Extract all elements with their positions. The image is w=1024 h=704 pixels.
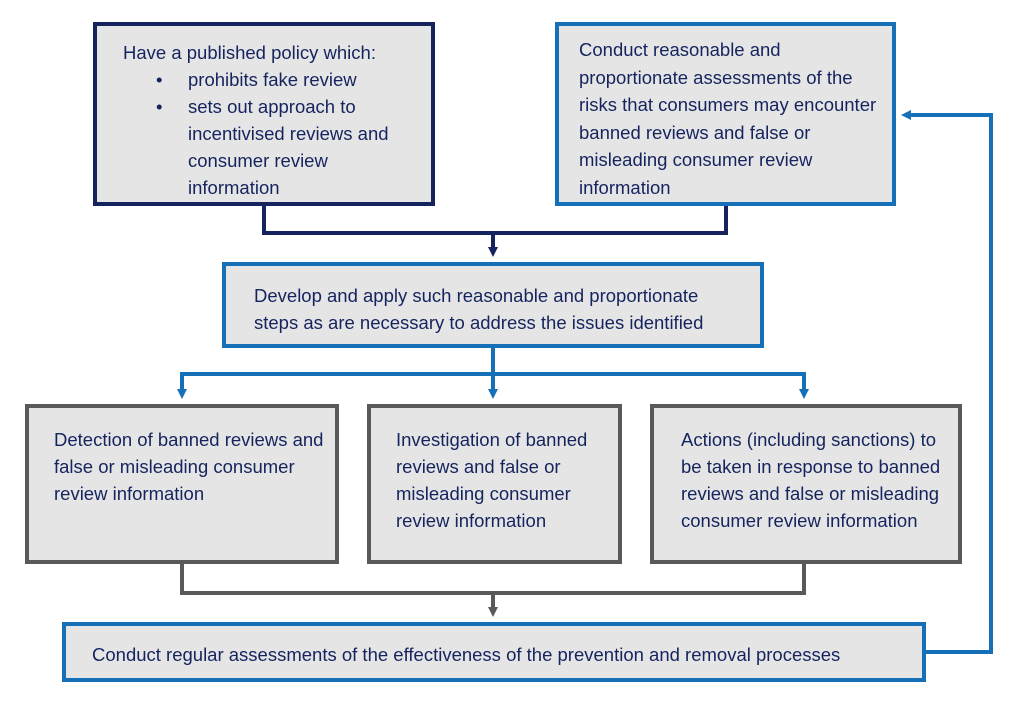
- bullet-glyph: •: [156, 96, 163, 117]
- policy-bullet-item: • prohibits fake review: [123, 66, 421, 93]
- feedback-loop-line: [901, 110, 993, 654]
- effectiveness-box: Conduct regular assessments of the effec…: [62, 622, 926, 682]
- detection-text: Detection of banned reviews and false or…: [54, 429, 324, 504]
- actions-text: Actions (including sanctions) to be take…: [681, 429, 941, 531]
- policy-intro: Have a published policy which:: [123, 42, 376, 63]
- bullet-glyph: •: [156, 69, 163, 90]
- actions-box: Actions (including sanctions) to be take…: [650, 404, 962, 564]
- detection-box: Detection of banned reviews and false or…: [25, 404, 339, 564]
- policy-bullet-text: prohibits fake review: [188, 69, 357, 90]
- policy-box: Have a published policy which: • prohibi…: [93, 22, 435, 206]
- steps-text: Develop and apply such reasonable and pr…: [254, 285, 704, 333]
- connector-three-merge: [180, 564, 806, 595]
- risk-assessment-text: Conduct reasonable and proportionate ass…: [579, 39, 877, 198]
- policy-bullet-list: • prohibits fake review • sets out appro…: [123, 66, 421, 201]
- connector-policy-risk-merge: [262, 206, 728, 235]
- connector-steps-split: [182, 348, 804, 376]
- risk-assessment-box: Conduct reasonable and proportionate ass…: [555, 22, 896, 206]
- policy-bullet-text: sets out approach to incentivised review…: [188, 96, 389, 198]
- steps-box: Develop and apply such reasonable and pr…: [222, 262, 764, 348]
- investigation-box: Investigation of banned reviews and fals…: [367, 404, 622, 564]
- effectiveness-text: Conduct regular assessments of the effec…: [92, 644, 841, 665]
- investigation-text: Investigation of banned reviews and fals…: [396, 429, 588, 531]
- policy-bullet-item: • sets out approach to incentivised revi…: [123, 93, 421, 201]
